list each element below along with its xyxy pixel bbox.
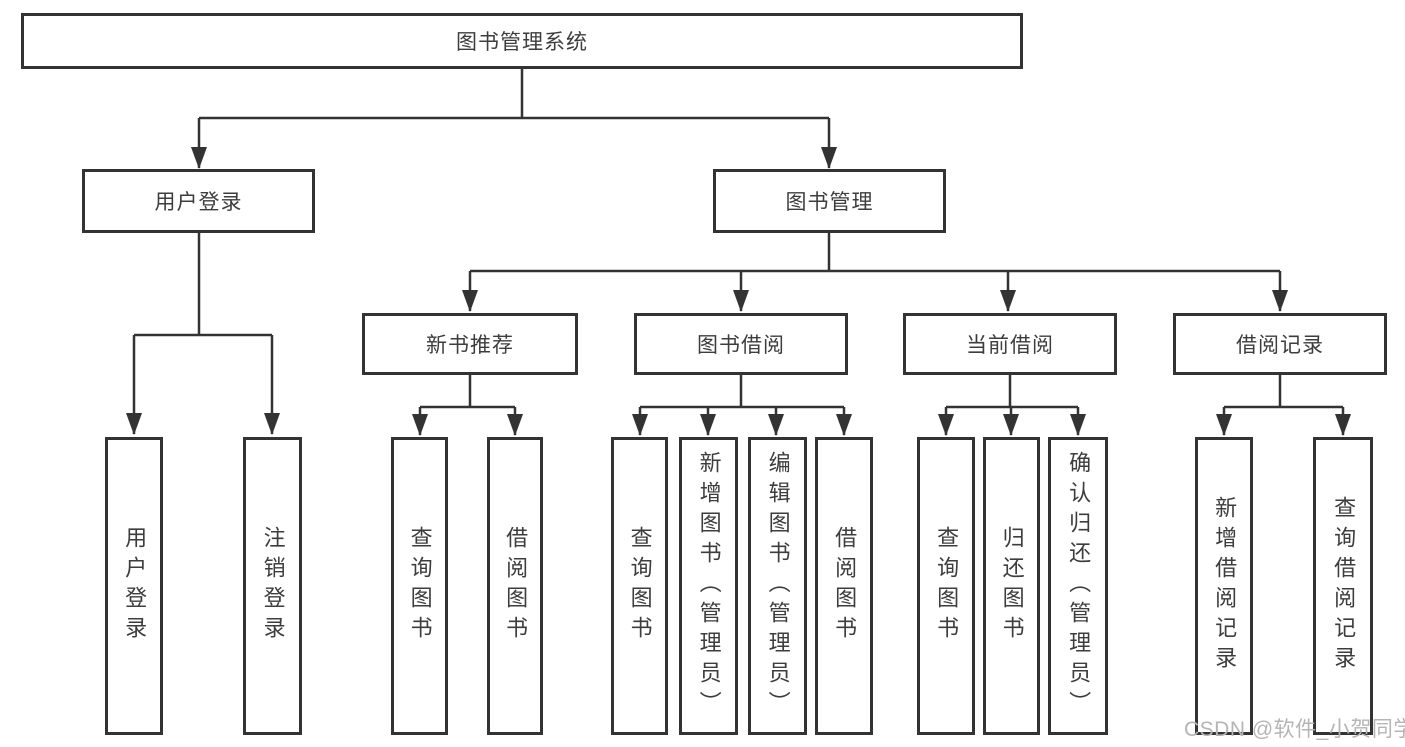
- connector-book-borrow-trunk: [640, 375, 844, 409]
- leaf-borrow-books-recommend: 借阅图书: [487, 437, 543, 735]
- leaf-edit-book-admin-label: 编辑图书（管理员）: [765, 451, 791, 721]
- leaf-query-books-recommend-label: 查询图书: [407, 526, 433, 646]
- leaf-return-book: 归还图书: [983, 437, 1040, 735]
- leaf-query-books-recommend: 查询图书: [391, 437, 448, 735]
- node-root: 图书管理系统: [21, 13, 1023, 69]
- node-book-management: 图书管理: [713, 169, 946, 233]
- leaf-add-book-admin: 新增图书（管理员）: [679, 437, 738, 735]
- leaf-borrow-books-recommend-label: 借阅图书: [503, 526, 529, 646]
- leaf-user-login: 用户登录: [105, 437, 163, 735]
- node-new-book-recommend-label: 新书推荐: [426, 334, 514, 357]
- leaf-query-books-borrow-label: 查询图书: [627, 526, 653, 646]
- leaf-add-book-admin-label: 新增图书（管理员）: [696, 451, 722, 721]
- leaf-user-login-label: 用户登录: [122, 526, 148, 646]
- node-user-login: 用户登录: [82, 169, 315, 233]
- node-current-borrow-label: 当前借阅: [966, 334, 1054, 357]
- leaf-borrow-books-label: 借阅图书: [832, 526, 858, 646]
- node-book-borrow-label: 图书借阅: [697, 334, 785, 357]
- node-book-borrow: 图书借阅: [634, 313, 848, 375]
- node-root-label: 图书管理系统: [456, 31, 588, 54]
- leaf-confirm-return-admin-label: 确认归还（管理员）: [1066, 451, 1092, 721]
- leaf-logout-label: 注销登录: [260, 526, 286, 646]
- connector-user-login-trunk: [134, 233, 272, 337]
- node-new-book-recommend: 新书推荐: [362, 313, 578, 375]
- connector-root-trunk: [199, 69, 829, 120]
- leaf-add-borrow-record-label: 新增借阅记录: [1212, 496, 1238, 676]
- node-user-login-label: 用户登录: [154, 191, 243, 214]
- leaf-query-books-current-label: 查询图书: [934, 526, 960, 646]
- connector-book-management-trunk: [470, 233, 1280, 273]
- node-current-borrow: 当前借阅: [903, 313, 1117, 375]
- connector-current-borrow-trunk: [946, 375, 1078, 409]
- leaf-edit-book-admin: 编辑图书（管理员）: [748, 437, 807, 735]
- node-borrow-records-label: 借阅记录: [1236, 334, 1324, 357]
- leaf-confirm-return-admin: 确认归还（管理员）: [1048, 437, 1108, 735]
- leaf-query-books-current: 查询图书: [917, 437, 975, 735]
- leaf-add-borrow-record: 新增借阅记录: [1195, 437, 1253, 735]
- leaf-return-book-label: 归还图书: [999, 526, 1025, 646]
- csdn-watermark: CSDN @软件_小贺同学: [1184, 718, 1405, 741]
- connector-new-book-trunk: [420, 375, 515, 409]
- leaf-query-borrow-record: 查询借阅记录: [1313, 437, 1373, 735]
- leaf-query-books-borrow: 查询图书: [611, 437, 668, 735]
- leaf-borrow-books: 借阅图书: [815, 437, 873, 735]
- leaf-query-borrow-record-label: 查询借阅记录: [1331, 496, 1357, 676]
- leaf-logout: 注销登录: [243, 437, 302, 735]
- node-book-management-label: 图书管理: [785, 191, 874, 214]
- connector-borrow-records-trunk: [1224, 375, 1343, 409]
- node-borrow-records: 借阅记录: [1173, 313, 1387, 375]
